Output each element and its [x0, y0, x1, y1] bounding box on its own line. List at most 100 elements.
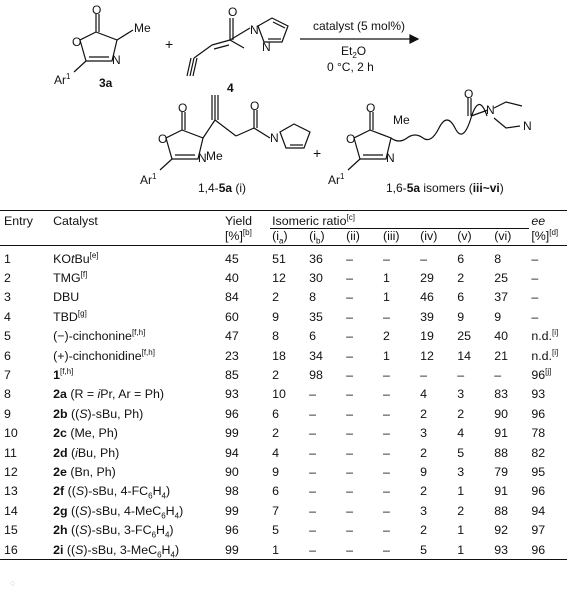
- cell-ratio-v: –: [457, 368, 465, 383]
- cell-ratio-iii: –: [383, 368, 390, 383]
- cell-ratio-v: 2: [457, 406, 465, 421]
- product-14-ring-oxygen: O: [158, 132, 167, 146]
- reagent-4-oxygen-label: O: [228, 5, 237, 19]
- cell-ee: –: [531, 251, 539, 266]
- reaction-scheme: O O N Me Ar1 3a + O N N 4 catalyst (5 mo…: [54, 3, 532, 195]
- watermark: ○: [10, 578, 16, 588]
- header-ee-unit: [%][d]: [529, 228, 567, 246]
- cell-ratio-iii: –: [383, 503, 390, 518]
- cell-ratio-iv: 12: [420, 348, 434, 363]
- cell-ratio-ib: 34: [309, 348, 323, 363]
- product-16-label: 1,6-5a isomers (iii~vi): [386, 181, 504, 195]
- cell-ratio-ib: –: [309, 445, 317, 460]
- cell-catalyst: 2g ((S)-sBu, 4-MeC6H4): [53, 503, 184, 521]
- cell-yield: 40: [224, 271, 239, 286]
- cell-ratio-vi: 40: [494, 329, 508, 344]
- cell-ratio-ii: –: [346, 503, 354, 518]
- cell-entry: 16: [0, 539, 52, 561]
- cell-yield: 47: [224, 329, 239, 344]
- cell-catalyst: 2a (R = iPr, Ar = Ph): [53, 387, 164, 402]
- cell-ratio-ia: 2: [272, 368, 279, 383]
- cell-entry: 1: [4, 251, 11, 266]
- cell-ratio-iii: –: [383, 309, 390, 324]
- cell-ratio-iv: 3: [420, 503, 428, 518]
- cell-ratio-ii: –: [346, 309, 354, 324]
- cell-ratio-ib: –: [309, 523, 317, 538]
- cell-ratio-ib: –: [309, 503, 317, 518]
- cell-ratio-v: 6: [457, 251, 465, 266]
- header-col-ib: (ib): [307, 228, 345, 246]
- cell-ee: 95: [531, 464, 546, 479]
- cell-catalyst: 2b ((S)-sBu, Ph): [53, 406, 144, 421]
- cell-yield: 94: [224, 445, 239, 460]
- cell-ratio-vi: 93: [492, 539, 530, 561]
- cell-ratio-iv: 39: [420, 309, 434, 324]
- product-16-pyrazole-nitrogen: N: [523, 119, 532, 133]
- cell-ratio-iv: 19: [420, 329, 434, 344]
- cell-ee: n.d.[i]: [531, 347, 559, 363]
- product-14-methyl: Me: [206, 149, 223, 163]
- cell-ratio-ii: –: [346, 348, 354, 363]
- header-entry: Entry: [0, 210, 52, 229]
- product-14-oxygen: O: [178, 101, 187, 115]
- cell-ee: –: [531, 271, 539, 286]
- cell-ratio-ia: 2: [272, 426, 279, 441]
- cell-entry: 5: [4, 329, 11, 344]
- cell-ratio-vi: 21: [494, 348, 508, 363]
- header-isomeric-ratio: Isomeric ratio[c]: [270, 210, 530, 229]
- cell-ratio-v: 1: [457, 484, 465, 499]
- product-14-nitrogen: N: [198, 151, 207, 165]
- cell-ratio-v: 25: [457, 329, 472, 344]
- cell-entry: 3: [4, 290, 11, 305]
- cell-ratio-ii: –: [346, 368, 354, 383]
- cell-ratio-ii: –: [346, 484, 354, 499]
- product-16-methyl: Me: [393, 113, 410, 127]
- condition-temperature: 0 °C, 2 h: [327, 60, 374, 74]
- cell-ee: –: [531, 290, 539, 305]
- cell-ratio-vi: 88: [494, 503, 508, 518]
- cell-yield: 60: [224, 309, 239, 324]
- product-14-amide-oxygen: O: [250, 99, 259, 113]
- cell-ratio-ib: –: [307, 539, 345, 561]
- compound-3a-label: 3a: [99, 76, 113, 90]
- cell-ratio-v: 3: [457, 464, 465, 479]
- cell-entry: 14: [4, 503, 18, 518]
- cell-catalyst: 2e (Bn, Ph): [53, 464, 116, 479]
- cell-yield: 99: [222, 539, 271, 561]
- cell-ratio-v: 5: [457, 445, 465, 460]
- table-header-row: Entry Catalyst Yield Isomeric ratio[c] e…: [0, 210, 567, 229]
- cell-ratio-ib: 30: [309, 271, 323, 286]
- cell-ratio-ia: 18: [272, 348, 286, 363]
- cell-ratio-ib: –: [309, 426, 317, 441]
- cell-entry: 9: [4, 406, 11, 421]
- ring-nitrogen-label: N: [112, 53, 121, 67]
- cell-ratio-iv: 2: [420, 445, 428, 460]
- cell-ratio-iv: –: [420, 251, 428, 266]
- oxazolone-3a-structure: [73, 14, 134, 73]
- cell-ratio-ia: 51: [272, 251, 286, 266]
- cell-entry: 10: [4, 426, 18, 441]
- compound-4-label: 4: [227, 81, 234, 95]
- cell-ratio-ia: 2: [272, 290, 279, 305]
- header-col-iii: (iii): [381, 228, 419, 246]
- header-yield-unit: [%][b]: [222, 228, 271, 246]
- methyl-label: Me: [134, 21, 151, 35]
- cell-ratio-ia: 9: [272, 464, 279, 479]
- cell-ratio-ia: 1: [270, 539, 308, 561]
- cell-ee: –: [531, 309, 539, 324]
- cell-ratio-iv: 4: [420, 387, 428, 402]
- cell-ratio-ii: –: [346, 290, 354, 305]
- cell-ratio-v: 6: [457, 290, 465, 305]
- cell-ratio-vi: 88: [494, 445, 508, 460]
- cell-ee: 82: [531, 445, 546, 460]
- cell-ratio-vi: 37: [494, 290, 508, 305]
- plus-sign-products: +: [313, 145, 321, 161]
- product-16-ring-oxygen: O: [346, 132, 355, 146]
- cell-entry: 15: [4, 523, 18, 538]
